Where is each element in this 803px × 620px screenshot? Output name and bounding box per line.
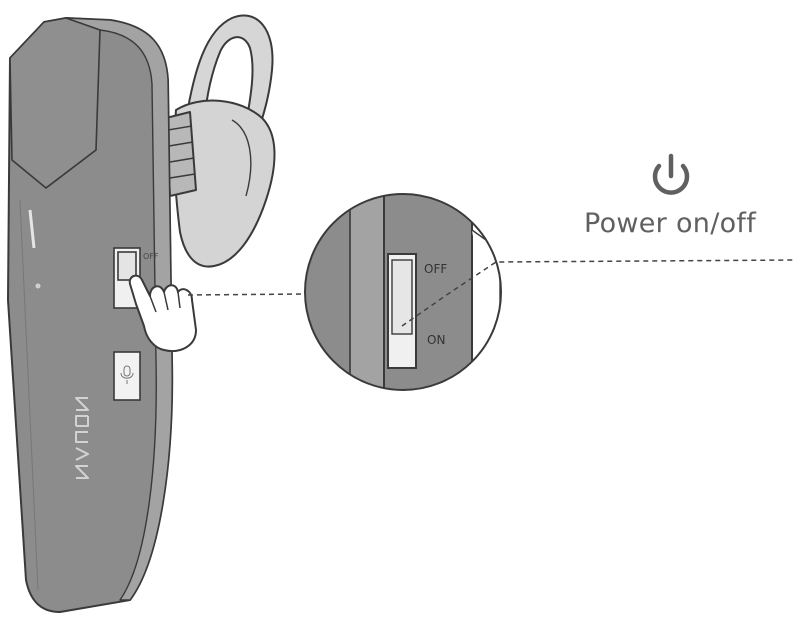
device-off-label: OFF (143, 252, 159, 261)
power-icon (647, 152, 695, 202)
leader-line-right (401, 259, 797, 327)
microphone-icon (120, 365, 134, 384)
pointing-hand-icon (128, 274, 197, 352)
mic-button[interactable] (113, 351, 141, 401)
brand-logo (75, 397, 89, 479)
leader-line-left (187, 293, 307, 296)
zoom-off-label: OFF (424, 262, 447, 276)
zoom-inset (304, 193, 502, 391)
zoom-on-label: ON (427, 333, 445, 347)
power-caption: Power on/off (583, 208, 757, 239)
headset-body (7, 17, 174, 613)
ear-hook (165, 14, 276, 268)
